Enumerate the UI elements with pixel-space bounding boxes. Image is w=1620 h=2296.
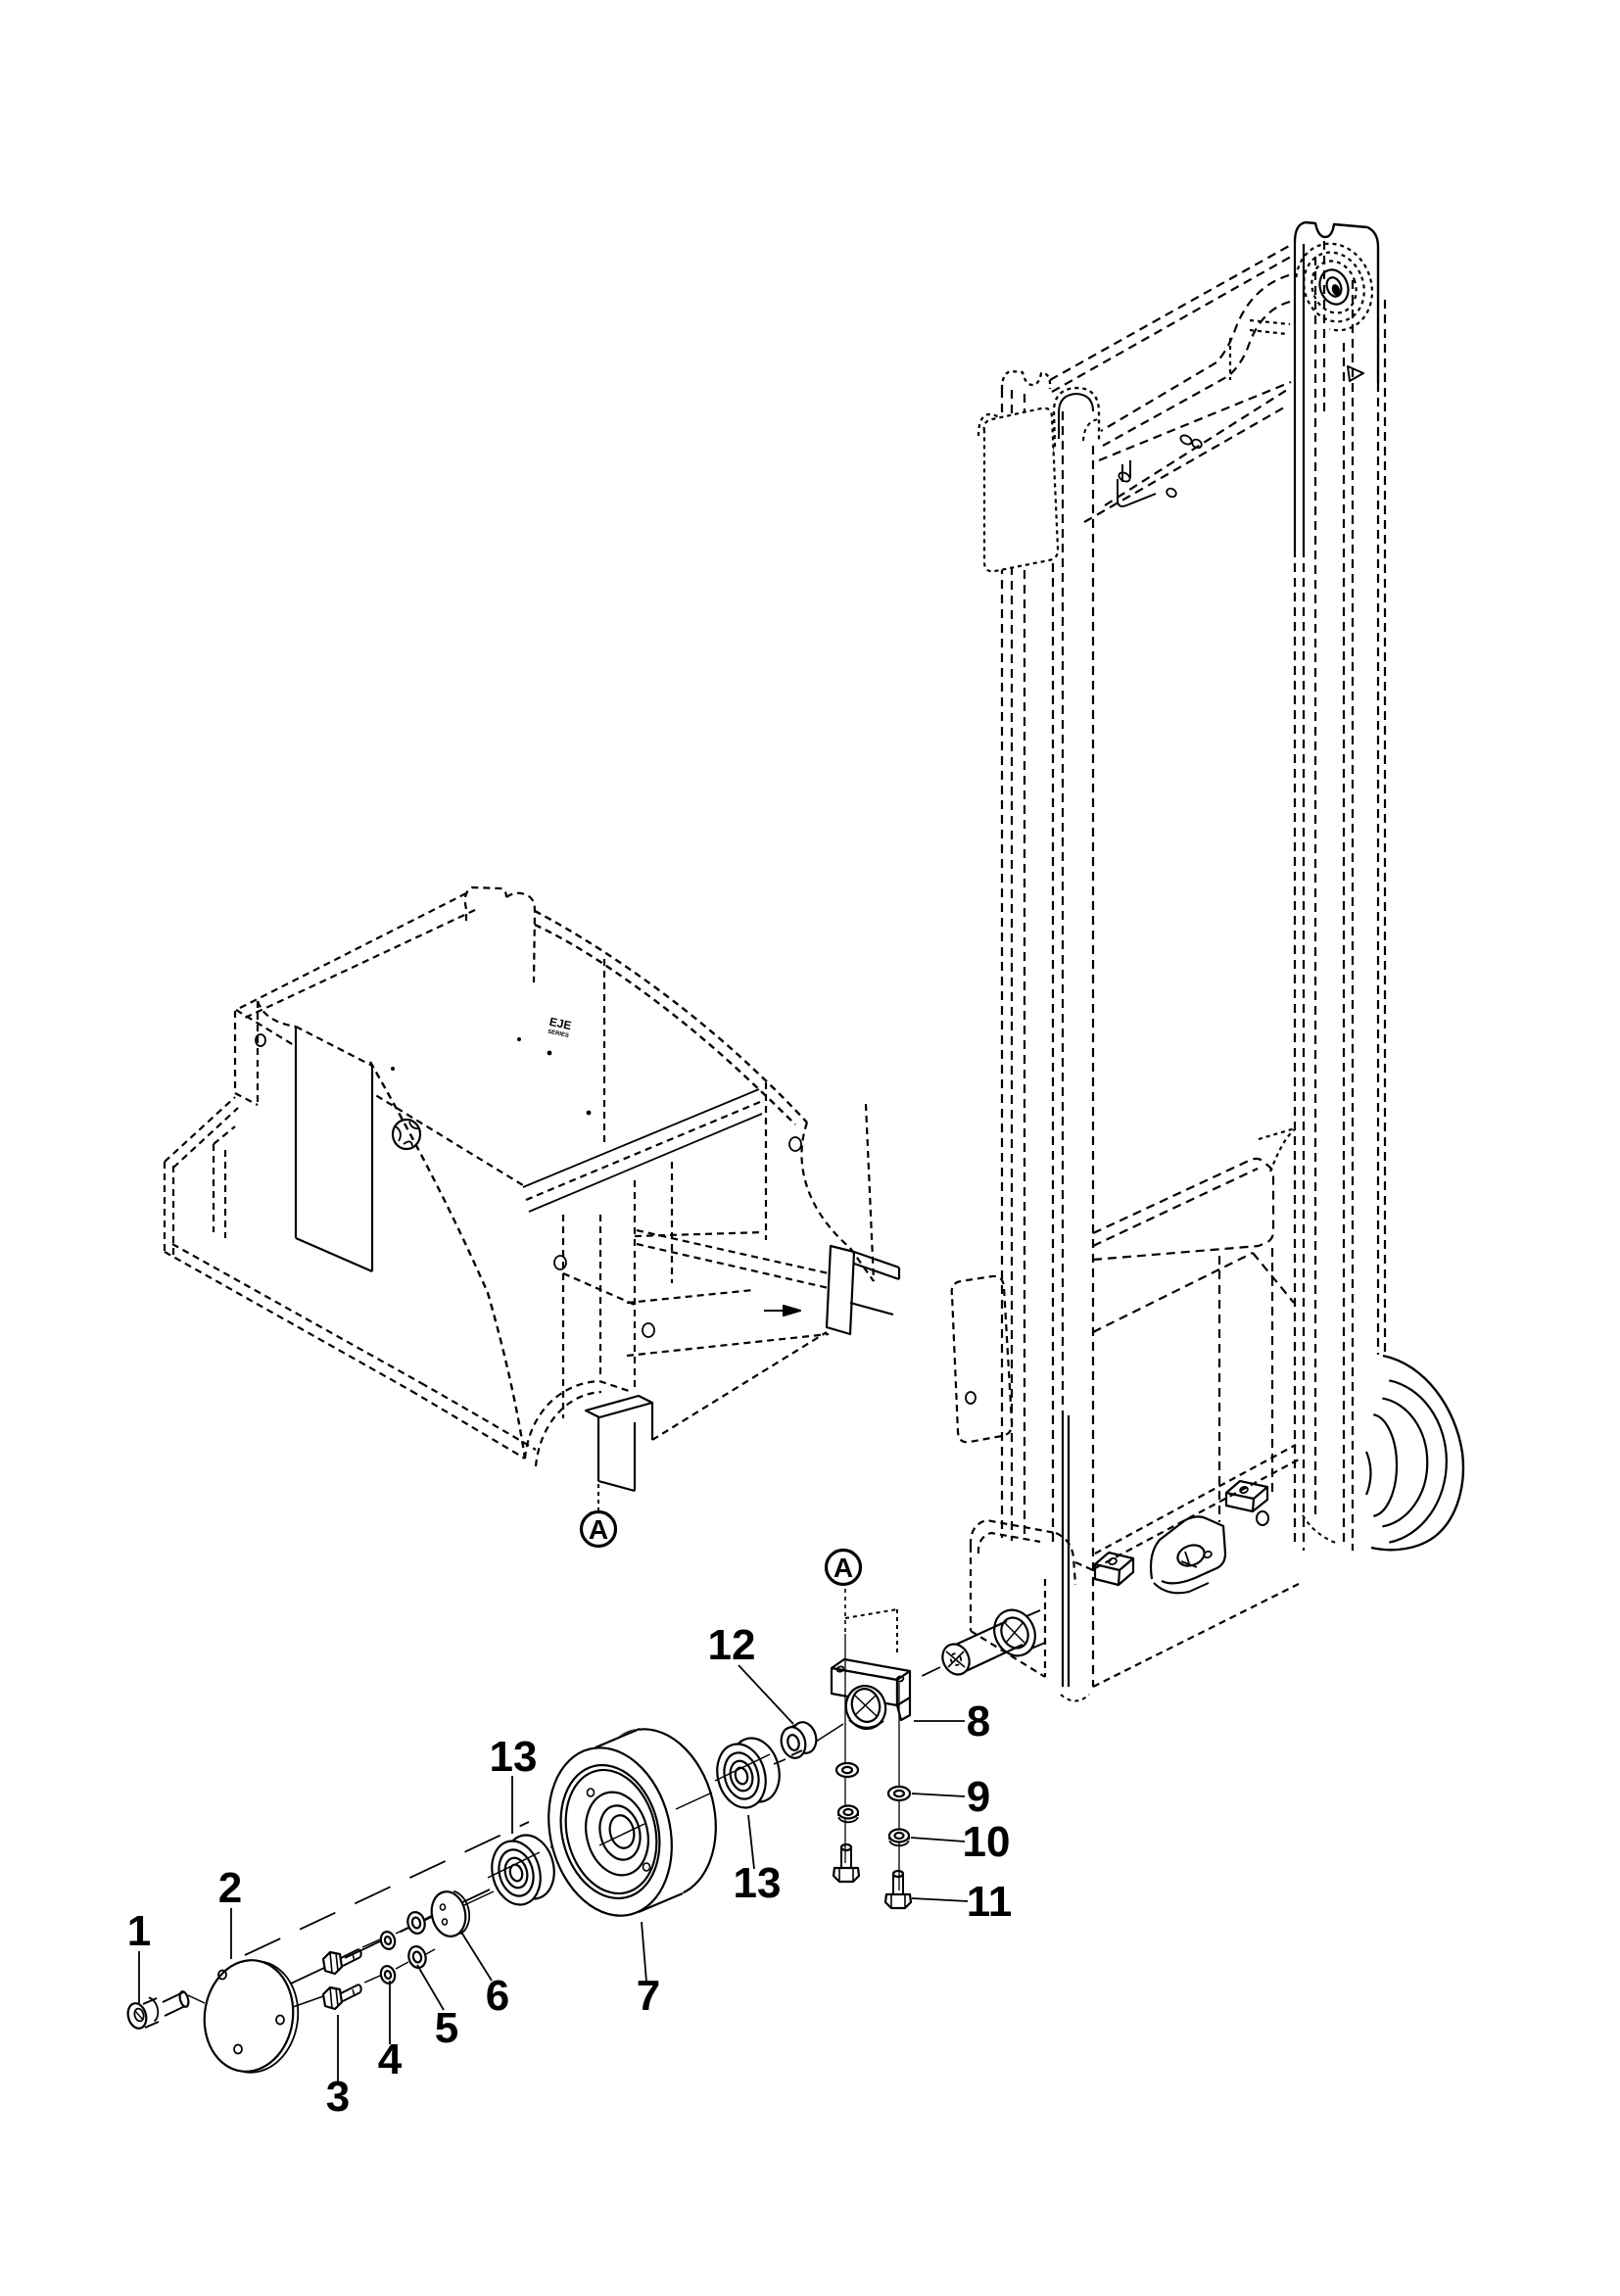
svg-text:A: A: [589, 1514, 608, 1545]
svg-text:12: 12: [708, 1621, 756, 1669]
svg-text:2: 2: [218, 1864, 242, 1912]
svg-text:8: 8: [967, 1698, 990, 1746]
svg-text:A: A: [834, 1553, 853, 1583]
svg-text:10: 10: [963, 1818, 1011, 1866]
svg-text:6: 6: [486, 1972, 509, 2020]
svg-text:13: 13: [734, 1859, 782, 1907]
svg-text:7: 7: [637, 1972, 660, 2020]
svg-text:SERIES: SERIES: [548, 1029, 570, 1039]
svg-text:1: 1: [127, 1907, 151, 1955]
svg-text:11: 11: [967, 1878, 1013, 1926]
svg-text:9: 9: [967, 1773, 990, 1821]
svg-text:13: 13: [490, 1733, 538, 1781]
svg-text:EJE: EJE: [548, 1015, 573, 1032]
svg-text:5: 5: [435, 2004, 458, 2052]
